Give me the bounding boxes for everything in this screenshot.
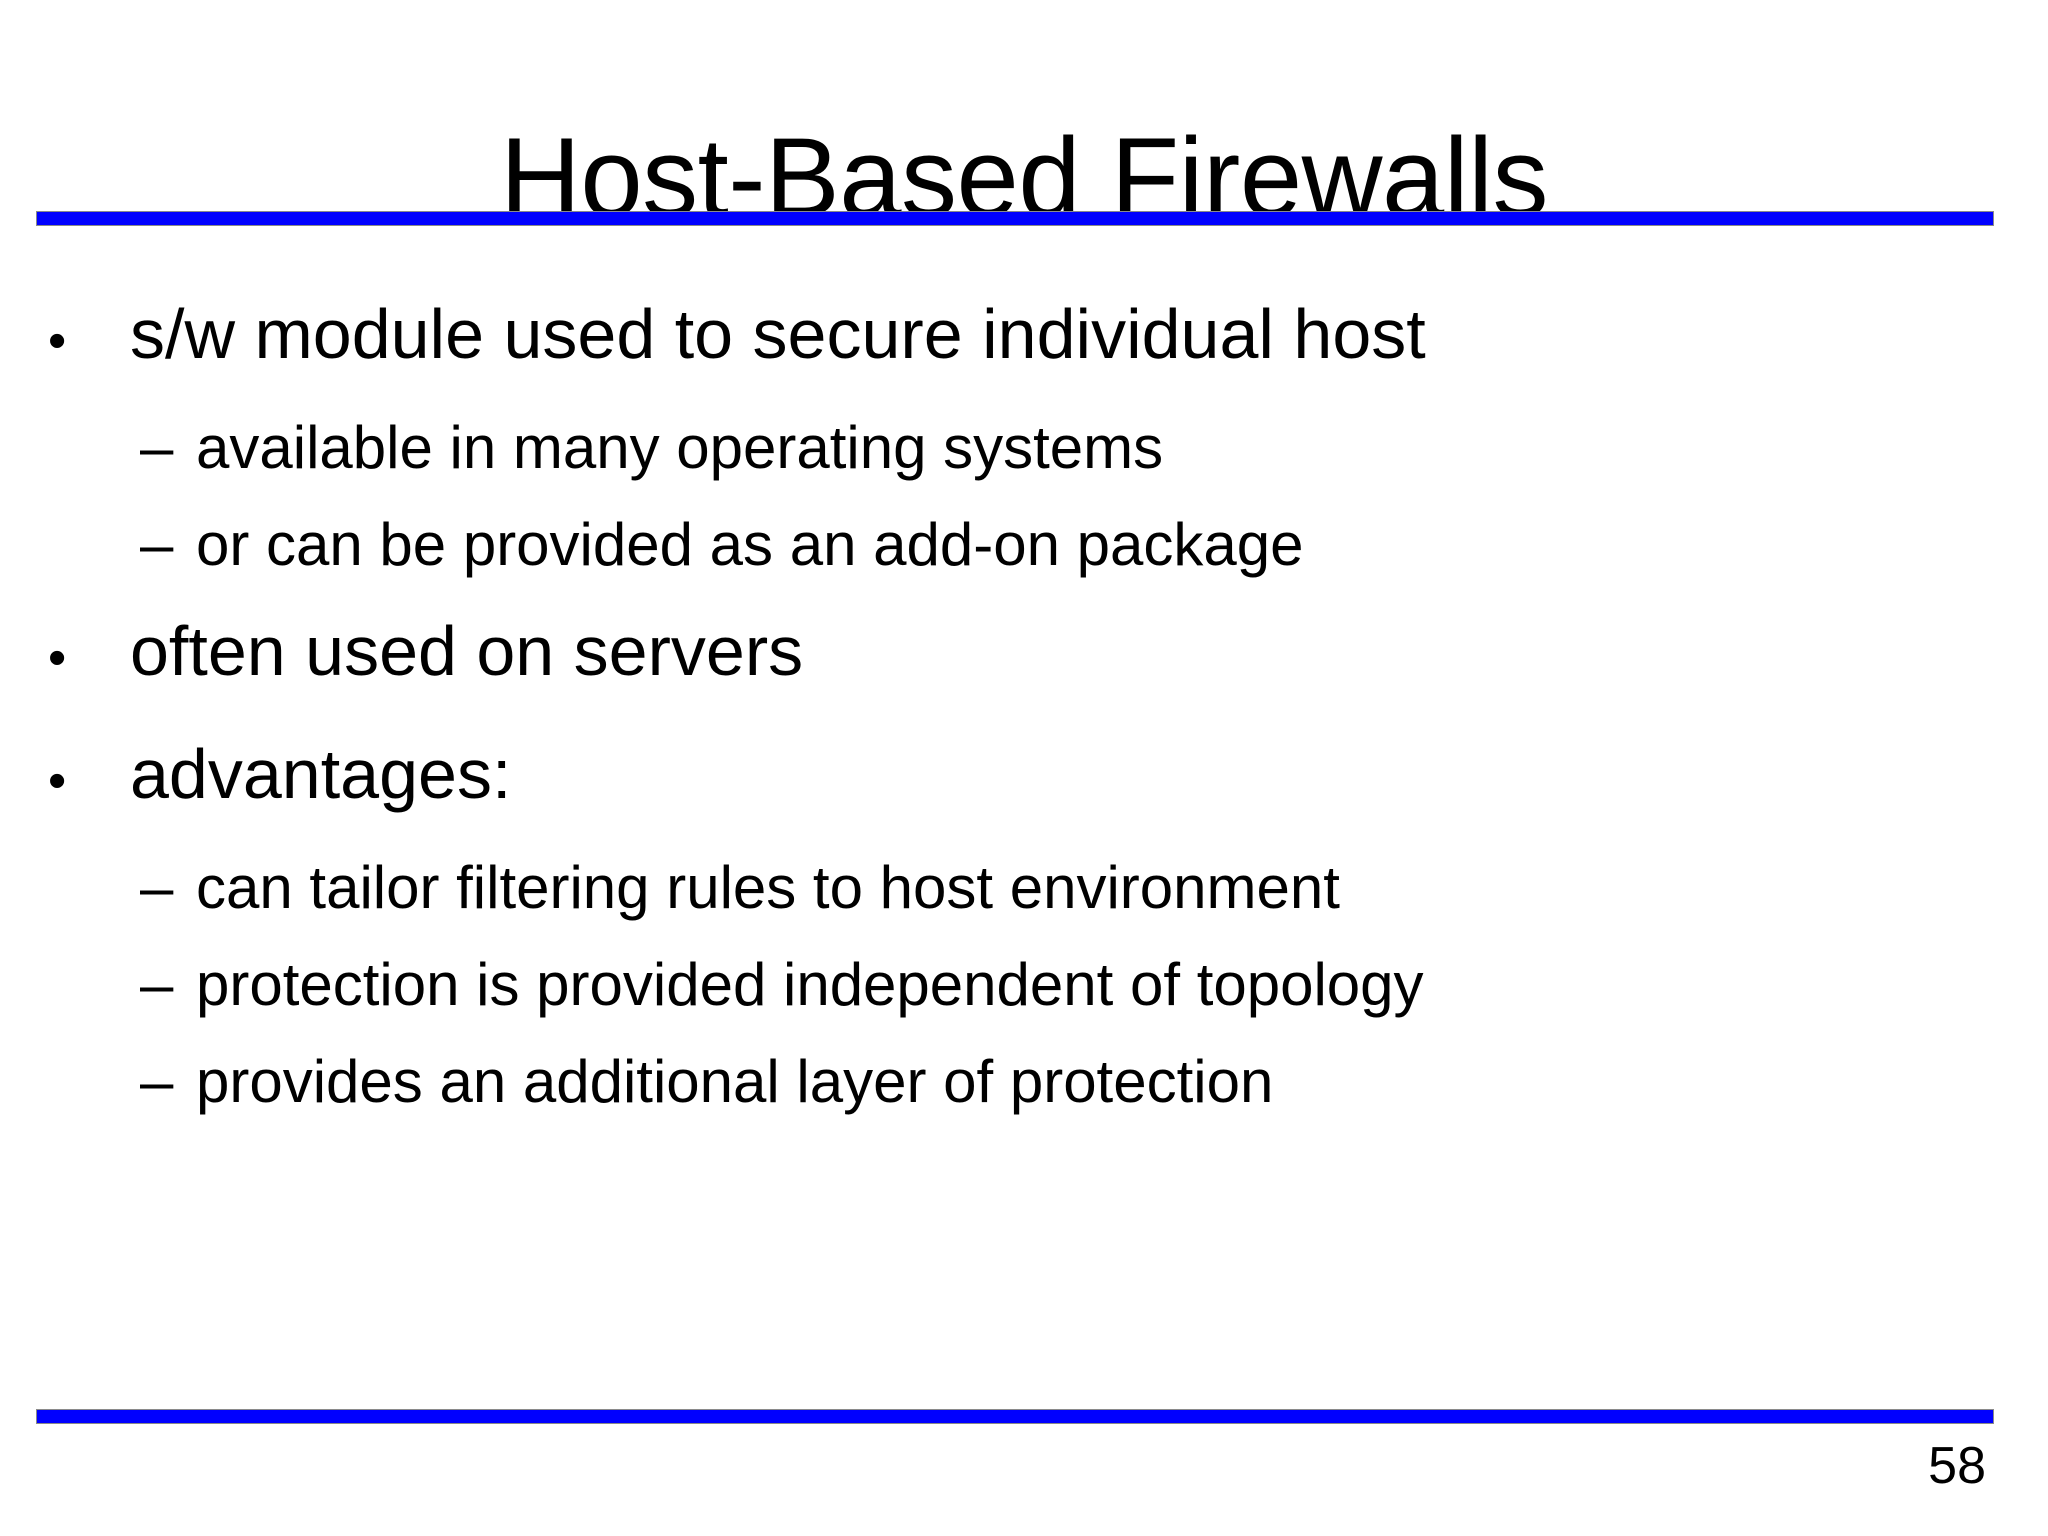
list-item: – available in many operating systems: [0, 399, 2048, 496]
bullet-list: • s/w module used to secure individual h…: [0, 276, 2048, 1130]
dash-marker-icon: –: [140, 1048, 174, 1115]
list-item-label: advantages:: [130, 735, 512, 813]
list-item: – or can be provided as an add-on packag…: [0, 496, 2048, 593]
dash-marker-icon: –: [140, 951, 174, 1018]
list-item: • often used on servers: [0, 593, 2048, 716]
list-item-label: often used on servers: [130, 612, 804, 690]
bullet-marker-icon: •: [48, 312, 67, 370]
dash-marker-icon: –: [140, 414, 174, 481]
list-item: – can tailor filtering rules to host env…: [0, 839, 2048, 936]
list-item: • s/w module used to secure individual h…: [0, 276, 2048, 399]
list-item-label: protection is provided independent of to…: [196, 951, 1424, 1018]
list-item-label: available in many operating systems: [196, 414, 1164, 481]
list-item-label: or can be provided as an add-on package: [196, 511, 1304, 578]
list-item: • advantages:: [0, 716, 2048, 839]
bullet-marker-icon: •: [48, 752, 67, 810]
page-number: 58: [1928, 1437, 1986, 1495]
list-item: – provides an additional layer of protec…: [0, 1033, 2048, 1130]
list-item-label: s/w module used to secure individual hos…: [130, 295, 1426, 373]
list-item-label: provides an additional layer of protecti…: [196, 1048, 1274, 1115]
title-divider-rule: [36, 211, 1994, 226]
footer-divider-rule: [36, 1409, 1994, 1424]
list-item-label: can tailor filtering rules to host envir…: [196, 854, 1340, 921]
list-item: – protection is provided independent of …: [0, 936, 2048, 1033]
bullet-marker-icon: •: [48, 629, 67, 687]
dash-marker-icon: –: [140, 511, 174, 578]
dash-marker-icon: –: [140, 854, 174, 921]
